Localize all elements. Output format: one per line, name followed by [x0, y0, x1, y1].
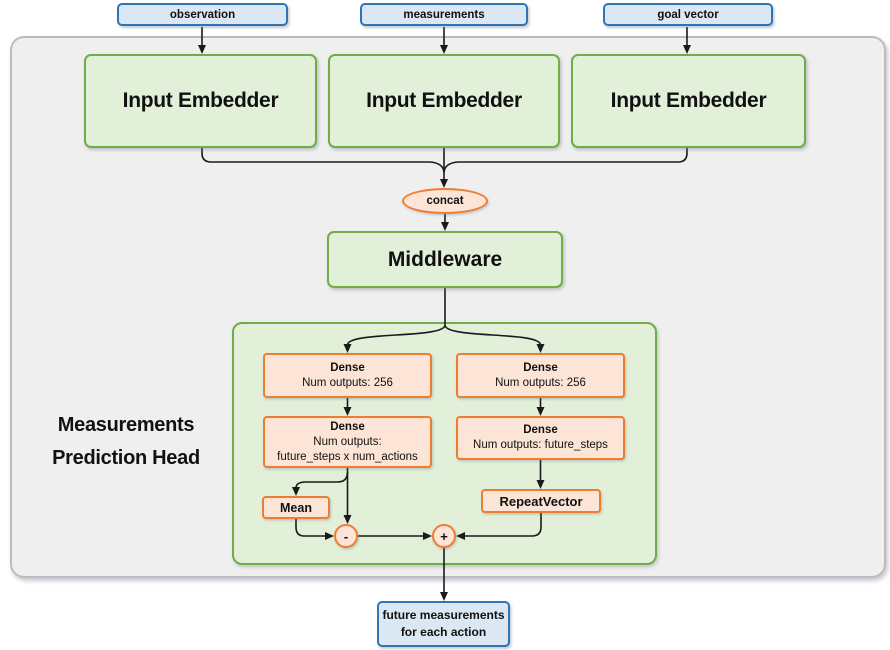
embedder-label: Input Embedder: [610, 89, 767, 112]
dense-right-2: Dense Num outputs: future_steps: [456, 416, 625, 460]
embedder-label: Input Embedder: [122, 89, 279, 112]
output-node-future-measurements: future measurements for each action: [377, 601, 510, 647]
add-operator-node: +: [432, 524, 456, 548]
middleware-node: Middleware: [327, 231, 563, 288]
middleware-label: Middleware: [387, 247, 503, 271]
input-embedder-measurements: Input Embedder: [328, 54, 560, 148]
repeat-vector-node: RepeatVector: [481, 489, 601, 513]
output-label-line2: for each action: [400, 625, 487, 639]
input-node-goal-vector: goal vector: [603, 3, 773, 26]
dense-title: Dense: [330, 420, 365, 433]
input-embedder-observation: Input Embedder: [84, 54, 317, 148]
input-embedder-goal-vector: Input Embedder: [571, 54, 806, 148]
dense-title: Dense: [523, 361, 558, 374]
mean-node: Mean: [262, 496, 330, 519]
dense-left-2: Dense Num outputs: future_steps x num_ac…: [263, 416, 432, 468]
input-label: goal vector: [657, 8, 719, 21]
input-label: measurements: [403, 8, 485, 21]
input-node-measurements: measurements: [360, 3, 528, 26]
minus-label: -: [343, 528, 349, 544]
prediction-head-title-line2: Prediction Head: [52, 447, 200, 469]
input-node-observation: observation: [117, 3, 288, 26]
dense-subtitle-line2: future_steps x num_actions: [277, 450, 418, 463]
dense-title: Dense: [330, 361, 365, 374]
dense-left-1: Dense Num outputs: 256: [263, 353, 432, 398]
dense-subtitle-line1: Num outputs:: [313, 435, 382, 448]
input-label: observation: [169, 8, 236, 21]
plus-label: +: [440, 528, 448, 544]
prediction-head-title-line1: Measurements: [57, 414, 195, 436]
dense-subtitle: Num outputs: future_steps: [473, 439, 608, 451]
embedder-label: Input Embedder: [366, 89, 522, 112]
concat-label: concat: [426, 195, 464, 207]
dense-title: Dense: [523, 424, 558, 436]
prediction-head-title: Measurements Prediction Head: [28, 409, 224, 475]
concat-node: concat: [402, 188, 488, 214]
dense-right-1: Dense Num outputs: 256: [456, 353, 625, 398]
subtract-operator-node: -: [334, 524, 358, 548]
dense-subtitle: Num outputs: 256: [495, 376, 586, 389]
dense-subtitle: Num outputs: 256: [302, 376, 393, 389]
output-label-line1: future measurements: [382, 608, 505, 622]
mean-label: Mean: [280, 500, 312, 515]
repeat-vector-label: RepeatVector: [499, 493, 583, 509]
